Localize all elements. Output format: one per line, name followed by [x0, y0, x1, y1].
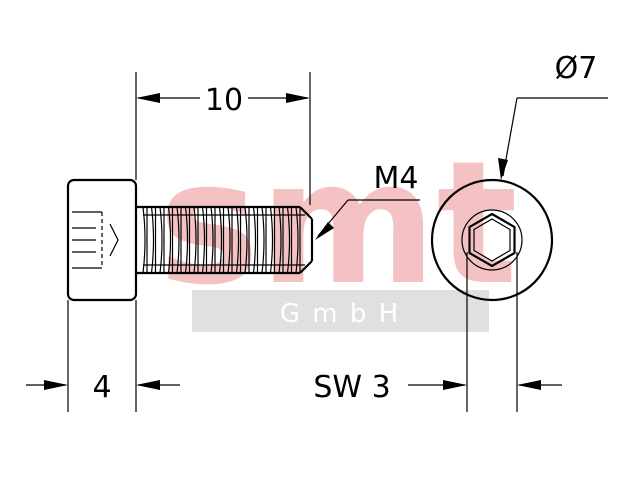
- head-height-label: 4: [92, 370, 111, 405]
- socket-circle: [461, 209, 523, 271]
- thread-crest: [295, 206, 299, 274]
- watermark-subtitle: G m b H: [280, 299, 400, 329]
- head-diameter-label: Ø7: [555, 51, 598, 86]
- dimension-thread: M4: [315, 161, 420, 240]
- wrench-size-label: SW 3: [313, 370, 390, 405]
- dimension-wrench-size: SW 3: [313, 252, 562, 412]
- hex-socket: [468, 212, 516, 268]
- thread-crest: [235, 206, 240, 274]
- thread-crest: [193, 206, 197, 274]
- thread-crest: [244, 206, 248, 274]
- screw-shaft: [136, 205, 314, 275]
- screw-head: [66, 178, 138, 302]
- thread-lines: [142, 206, 301, 274]
- thread-crest: [218, 206, 223, 274]
- watermark-band: [192, 290, 489, 332]
- thread-crest: [269, 206, 274, 274]
- thread-crest: [159, 206, 163, 274]
- thread-crest: [286, 206, 291, 274]
- thread-crest: [227, 206, 231, 274]
- thread-crest: [176, 206, 180, 274]
- thread-crest: [210, 206, 214, 274]
- watermark: smt G m b H: [158, 125, 518, 332]
- dimension-length: 10: [135, 72, 311, 205]
- thread-crest: [167, 206, 172, 274]
- dimension-head-diameter: Ø7: [498, 51, 608, 180]
- hex-socket-inner: [473, 218, 511, 262]
- screw-side-view: [66, 178, 314, 302]
- hex-socket-hidden-lines: [72, 211, 119, 269]
- thread-crest: [252, 206, 257, 274]
- thread-crest: [150, 206, 155, 274]
- dimension-head-height: 4: [26, 300, 180, 412]
- thread-crest: [142, 206, 146, 274]
- thread-crest: [278, 206, 282, 274]
- length-label: 10: [205, 83, 243, 118]
- thread-label: M4: [374, 161, 419, 196]
- thread-crest: [261, 206, 265, 274]
- thread-crest: [201, 206, 206, 274]
- screw-end-view: [430, 178, 554, 302]
- thread-crest: [184, 206, 189, 274]
- head-outer-circle: [430, 178, 554, 302]
